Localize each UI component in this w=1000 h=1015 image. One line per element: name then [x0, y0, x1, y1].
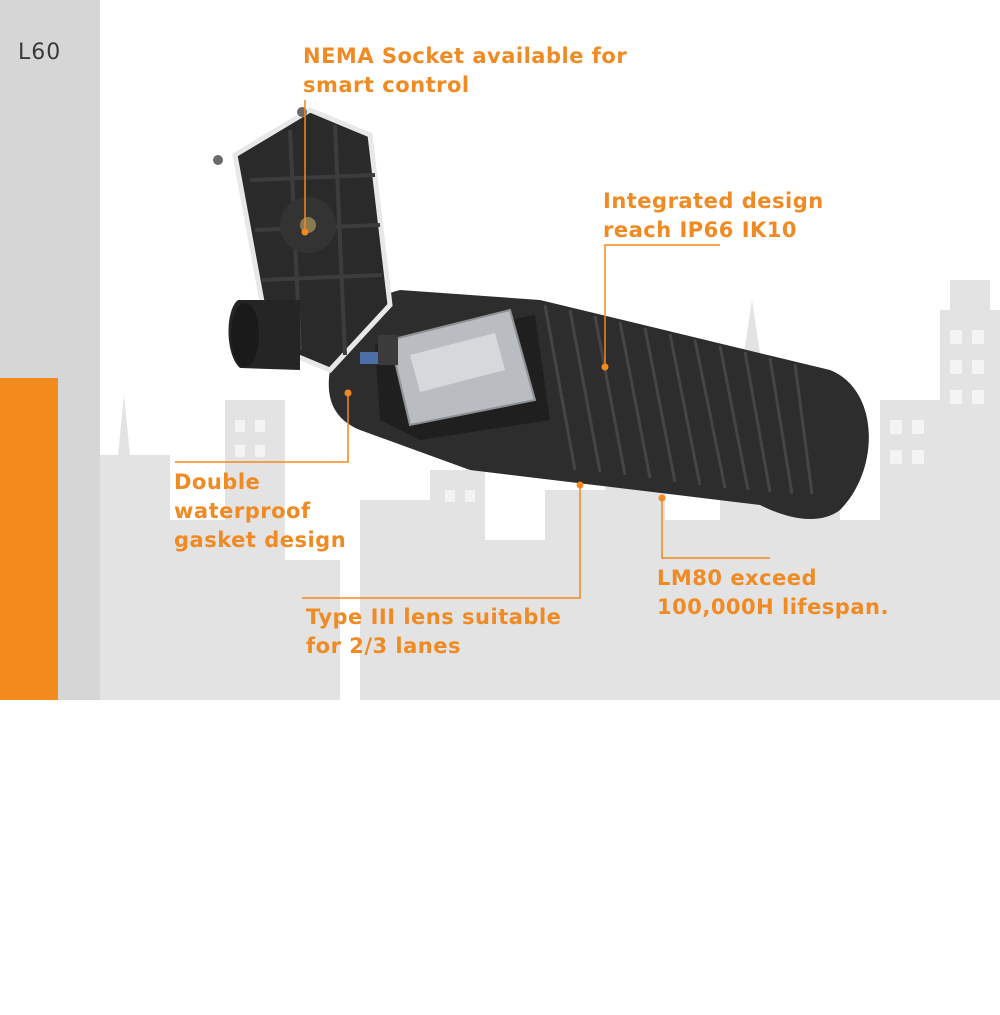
product-poster: L60 LED STREET LIGHT NEMA Socket availab… — [0, 0, 1000, 700]
street-light-image — [213, 107, 869, 520]
callout-gasket-line2: waterproof — [174, 499, 311, 523]
callout-lens-line2: for 2/3 lanes — [306, 634, 461, 658]
model-label: L60 — [18, 40, 62, 65]
callout-integrated-line1: Integrated design — [603, 189, 824, 213]
callout-nema-line2: smart control — [303, 73, 470, 97]
vertical-product-label: LED STREET LIGHT — [17, 819, 41, 1015]
callout-integrated-line2: reach IP66 IK10 — [603, 218, 798, 242]
callout-dots — [301, 228, 666, 502]
city-skyline — [100, 280, 1000, 700]
callout-lm80: LM80 exceed 100,000H lifespan. — [657, 564, 889, 622]
callout-lm80-line1: LM80 exceed — [657, 566, 818, 590]
callout-gasket: Double waterproof gasket design — [174, 468, 346, 555]
callout-nema-line1: NEMA Socket available for — [303, 44, 628, 68]
callout-nema: NEMA Socket available for smart control — [303, 42, 627, 100]
callout-integrated: Integrated design reach IP66 IK10 — [603, 187, 824, 245]
callout-gasket-line3: gasket design — [174, 528, 347, 552]
callout-lm80-line2: 100,000H lifespan. — [657, 595, 889, 619]
callout-leader-lines — [175, 100, 770, 599]
callout-lens-line1: Type III lens suitable — [306, 605, 562, 629]
sidebar-panel: L60 LED STREET LIGHT — [0, 0, 100, 1015]
vertical-banner: LED STREET LIGHT — [0, 378, 58, 1015]
callout-gasket-line1: Double — [174, 470, 261, 494]
background-artwork — [100, 100, 1000, 700]
callout-lens: Type III lens suitable for 2/3 lanes — [306, 603, 561, 661]
